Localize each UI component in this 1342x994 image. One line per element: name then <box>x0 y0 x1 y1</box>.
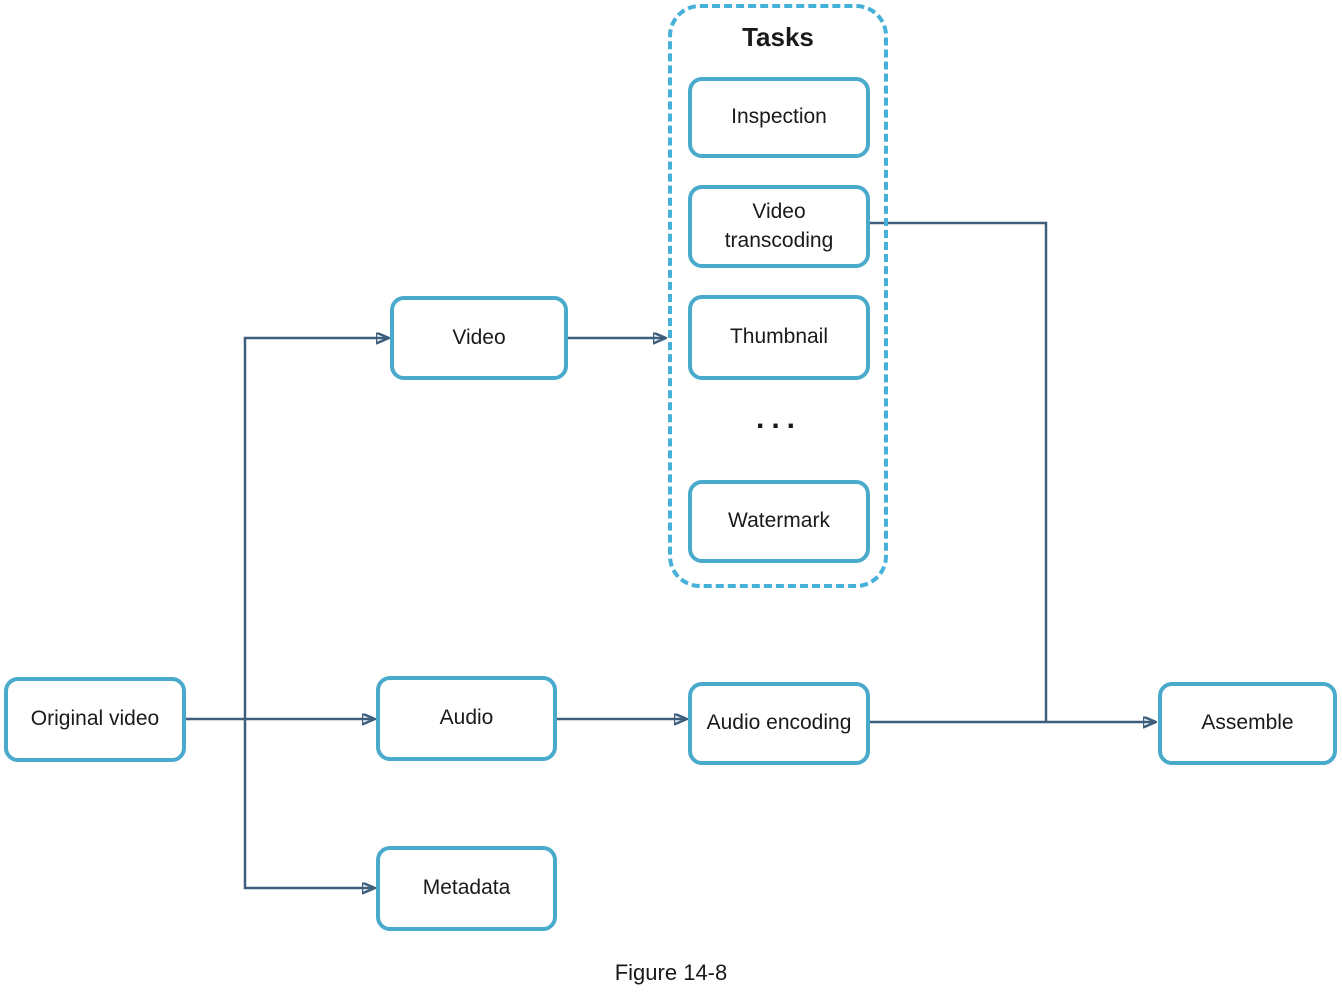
tasks-group-title: Tasks <box>742 22 814 52</box>
node-audio-encoding-label: Audio encoding <box>706 711 852 735</box>
node-video: Video <box>390 296 568 380</box>
node-thumbnail: Thumbnail <box>688 295 870 380</box>
figure-caption: Figure 14-8 <box>614 960 728 985</box>
node-assemble-label: Assemble <box>1201 711 1294 735</box>
node-watermark-label: Watermark <box>728 509 830 533</box>
node-thumbnail-label: Thumbnail <box>729 325 829 349</box>
node-inspection: Inspection <box>688 77 870 158</box>
edge-video-transcoding-to-assemble <box>870 221 1048 722</box>
node-metadata-label: Metadata <box>422 876 511 900</box>
node-original-video-label: Original video <box>30 707 160 731</box>
node-metadata: Metadata <box>376 846 557 931</box>
node-audio: Audio <box>376 676 557 761</box>
edge-original-video-to-metadata <box>243 719 374 888</box>
tasks-group <box>668 4 888 588</box>
node-video-transcoding: Video transcoding <box>688 185 870 268</box>
edge-original-video-to-video <box>243 338 388 719</box>
node-assemble: Assemble <box>1158 682 1337 765</box>
node-watermark: Watermark <box>688 480 870 563</box>
node-video-label: Video <box>452 325 506 349</box>
node-inspection-label: Inspection <box>731 105 827 129</box>
node-video-transcoding-label: Video transcoding <box>724 200 834 252</box>
node-audio-label: Audio <box>439 706 494 730</box>
node-audio-encoding: Audio encoding <box>688 682 870 765</box>
node-original-video: Original video <box>4 677 186 762</box>
ellipsis-dots: ... <box>755 402 802 435</box>
